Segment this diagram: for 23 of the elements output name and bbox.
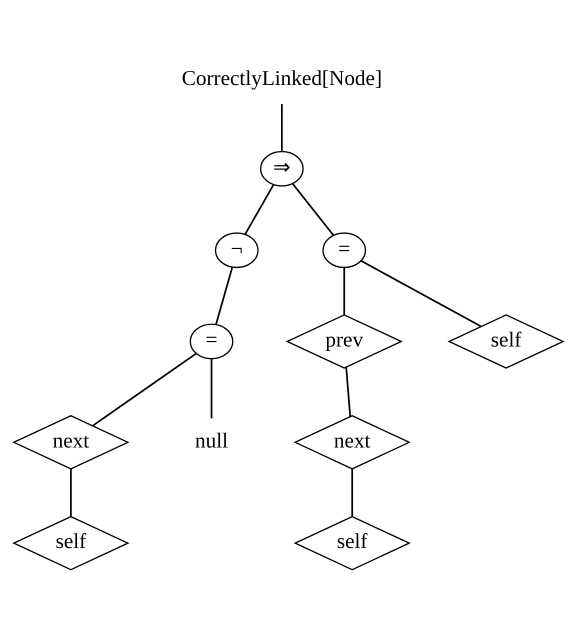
node-ellipse: ¬ (214, 232, 259, 268)
connector (244, 184, 274, 235)
connector (70, 468, 72, 516)
node-diamond: self (294, 516, 411, 570)
connector (215, 266, 234, 326)
node-diamond: next (12, 415, 130, 470)
node-diamond: self (447, 314, 565, 369)
connector (343, 267, 346, 315)
node-ellipse: = (322, 232, 366, 268)
connector (92, 352, 196, 426)
node-diamond: prev (286, 314, 403, 369)
node-diamond: next (294, 415, 411, 470)
node-text: CorrectlyLinked[Node] (182, 66, 382, 90)
node-ellipse: = (190, 324, 234, 360)
connector (281, 104, 283, 152)
connector (210, 358, 212, 418)
connector (360, 260, 482, 328)
connector (345, 368, 352, 417)
connector (351, 468, 354, 516)
node-text: null (195, 428, 228, 452)
connector (292, 182, 334, 236)
node-diamond: self (12, 516, 130, 570)
node-ellipse: ⇒ (260, 150, 304, 187)
